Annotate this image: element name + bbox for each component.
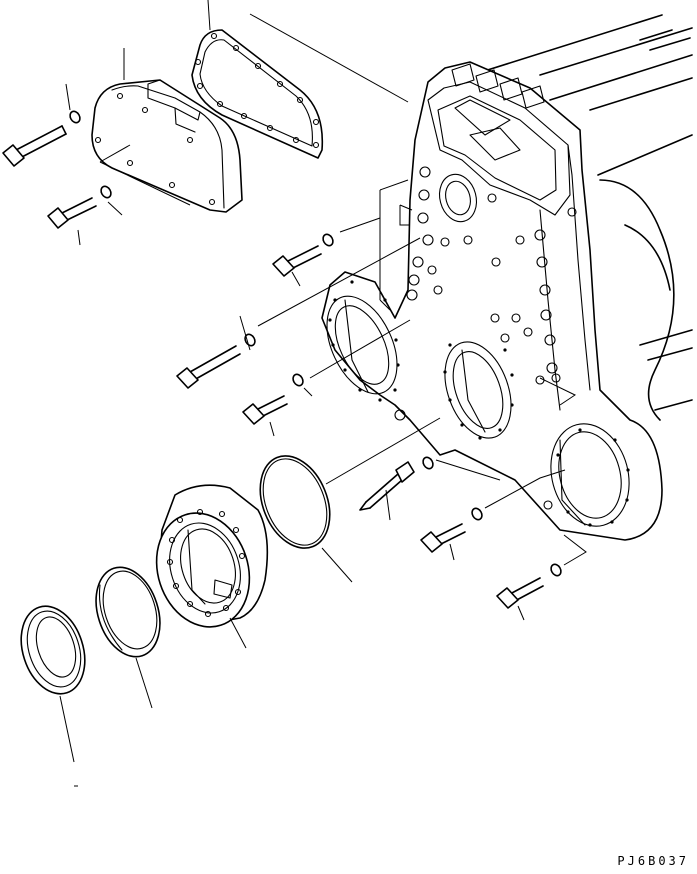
drawing-code-label: PJ6B037: [617, 854, 689, 868]
seal-ring: [85, 559, 170, 665]
bolt-lower-right: [497, 578, 543, 608]
engine-block-outline: [440, 15, 692, 420]
bolt-upper-left: [3, 126, 66, 166]
leader-lines: [60, 0, 586, 786]
gasket: [192, 30, 322, 158]
washer-lower-middle: [470, 507, 484, 522]
washer-cover-lower: [99, 185, 113, 200]
cover-bolt-holes: [395, 167, 576, 509]
bolt-cover-lower: [48, 198, 96, 228]
washer-middle-upper: [321, 233, 335, 248]
washer-lower-right: [549, 563, 563, 578]
bolt-lower-middle: [421, 524, 465, 552]
inspection-cover: [92, 80, 242, 212]
washer-upper-left: [68, 110, 82, 125]
bolt-middle-upper: [273, 246, 321, 276]
bolt-long-middle: [177, 346, 240, 388]
dust-seal: [11, 598, 96, 702]
bore-bolt-circle-dots: [328, 280, 630, 527]
dowel-pin: [360, 462, 414, 510]
bolt-short-middle: [243, 396, 287, 424]
seal-housing: [142, 485, 267, 639]
washer-dowel: [421, 456, 435, 471]
front-cover: [313, 62, 662, 540]
washer-short-middle: [291, 373, 305, 388]
o-ring: [247, 446, 342, 559]
